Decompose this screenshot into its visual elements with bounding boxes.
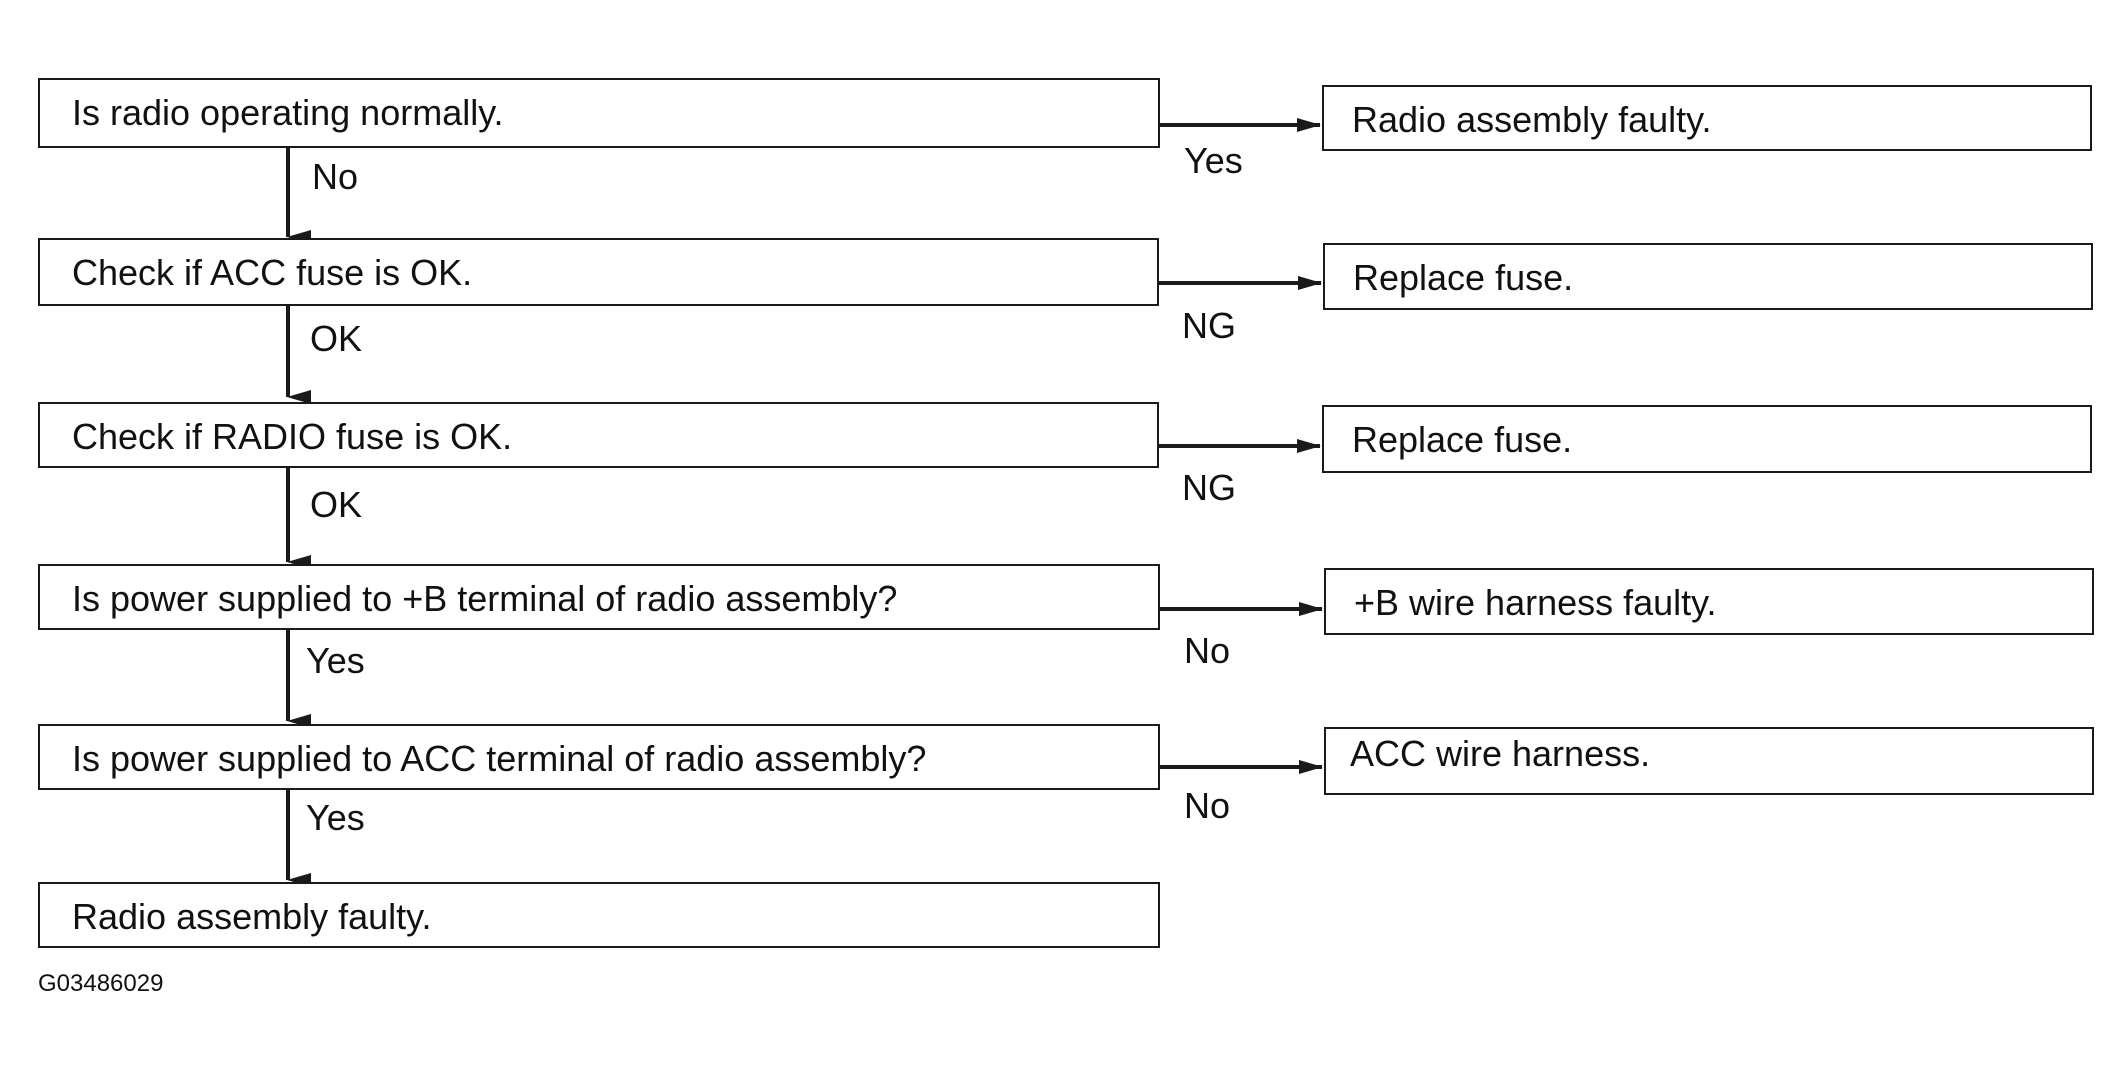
branch-label-4: No	[1184, 630, 1231, 671]
down-label-1: No	[312, 156, 359, 197]
figure-id: G03486029	[38, 970, 164, 997]
decision-box-5: Is power supplied to ACC terminal of rad…	[38, 724, 1160, 790]
down-label-4: Yes	[306, 640, 365, 681]
final-result-box: Radio assembly faulty.	[38, 882, 1160, 948]
down-label-3: OK	[310, 484, 363, 525]
down-label-2: OK	[310, 318, 363, 359]
decision-box-4: Is power supplied to +B terminal of radi…	[38, 564, 1160, 630]
result-box-3: Replace fuse.	[1322, 405, 2092, 473]
decision-box-2: Check if ACC fuse is OK.	[38, 238, 1159, 306]
branch-label-5: No	[1184, 785, 1231, 826]
branch-label-1: Yes	[1184, 140, 1243, 181]
result-box-2: Replace fuse.	[1323, 243, 2093, 310]
result-box-5: ACC wire harness.	[1324, 727, 2094, 795]
result-box-1: Radio assembly faulty.	[1322, 85, 2092, 151]
branch-label-2: NG	[1182, 305, 1236, 346]
decision-box-3: Check if RADIO fuse is OK.	[38, 402, 1159, 468]
down-label-5: Yes	[306, 797, 365, 838]
branch-label-3: NG	[1182, 467, 1236, 508]
decision-box-1: Is radio operating normally.	[38, 78, 1160, 148]
result-box-4: +B wire harness faulty.	[1324, 568, 2094, 635]
